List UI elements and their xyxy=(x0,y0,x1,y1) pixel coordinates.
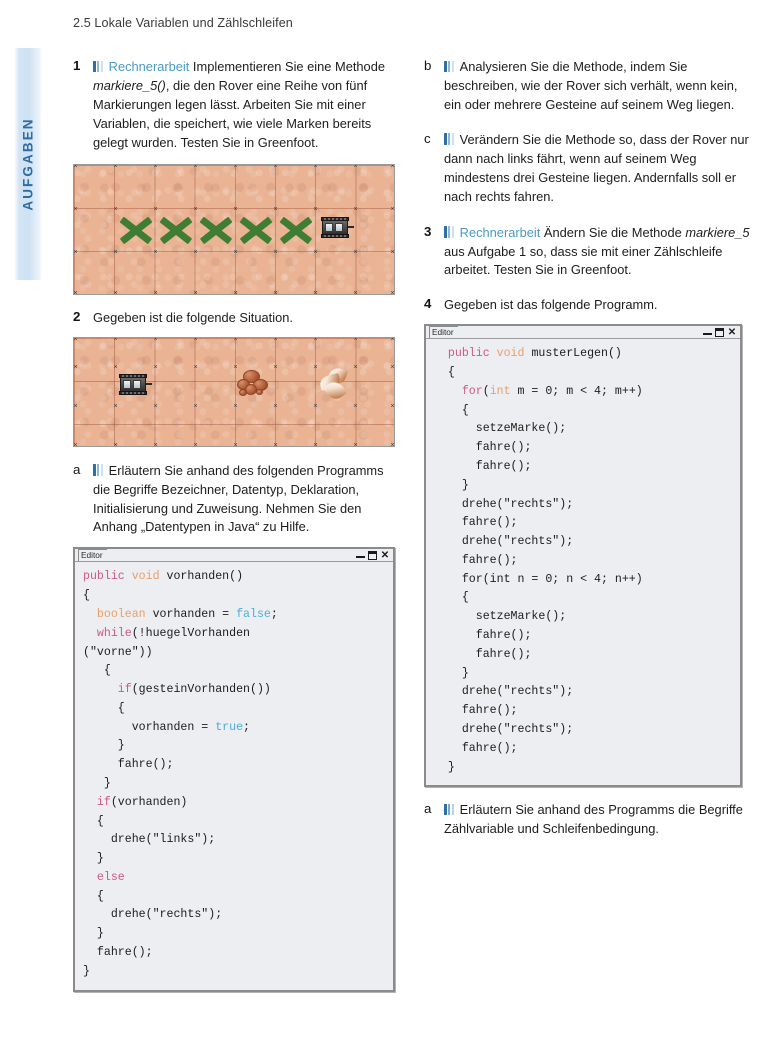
exercise-2a-number: a xyxy=(73,461,81,477)
greenfoot-scene-2 xyxy=(73,336,395,447)
maximize-icon[interactable] xyxy=(368,550,377,560)
close-icon[interactable]: ✕ xyxy=(380,549,390,561)
exercise-2a-body: Erläutern Sie anhand des folgenden Progr… xyxy=(93,462,403,538)
exercise-4-number: 4 xyxy=(424,296,432,312)
difficulty-bars-icon xyxy=(444,60,456,72)
window-buttons: ✕ xyxy=(703,326,737,338)
exercise-3-text-2: aus Aufgabe 1 so, dass sie mit einer Zäh… xyxy=(444,243,723,278)
minimize-icon[interactable] xyxy=(356,551,365,560)
exercise-2-body: Gegeben ist die folgende Situation. xyxy=(93,309,293,325)
exercise-b-text: Analysieren Sie die Methode, indem Sie b… xyxy=(444,59,738,112)
difficulty-bars-icon xyxy=(444,803,456,816)
exercise-2-number: 2 xyxy=(73,308,81,324)
right-column: b Analysieren Sie die Methode, indem Sie… xyxy=(424,58,754,852)
exercise-1-text-2: , die den Rover eine Reihe von fünf Mark… xyxy=(93,77,372,150)
rover-sprite xyxy=(119,373,152,395)
hill-sprite xyxy=(317,365,349,403)
exercise-4a-number: a xyxy=(424,801,432,817)
exercise-1-body: Rechnerarbeit Implementieren Sie eine Me… xyxy=(93,58,403,153)
maximize-icon[interactable] xyxy=(715,327,724,337)
exercise-1-italic: markiere_5() xyxy=(93,77,166,93)
marker-x-3 xyxy=(199,213,233,247)
page-title: 2.5 Lokale Variablen und Zählschleifen xyxy=(73,16,293,30)
editor-code-right[interactable]: public void musterLegen() { for(int m = … xyxy=(434,347,643,774)
exercise-1: 1 Rechnerarbeit Implementieren Sie eine … xyxy=(73,58,403,153)
editor-code-left[interactable]: public void vorhanden() { boolean vorhan… xyxy=(83,570,278,978)
editor-title: Editor xyxy=(78,549,107,562)
greenfoot-scene-1 xyxy=(73,163,395,295)
exercise-3-number: 3 xyxy=(424,223,432,239)
exercise-2a: a Erläutern Sie anhand des folgenden Pro… xyxy=(73,462,403,538)
exercise-2a-text: Erläutern Sie anhand des folgenden Progr… xyxy=(93,462,384,535)
exercise-3-text-1: Ändern Sie die Methode xyxy=(540,224,686,240)
exercise-3-body: Rechnerarbeit Ändern Sie die Methode mar… xyxy=(444,224,754,281)
exercise-c-number: c xyxy=(424,130,431,146)
exercise-2: 2 Gegeben ist die folgende Situation. xyxy=(73,309,403,328)
exercise-3: 3 Rechnerarbeit Ändern Sie die Methode m… xyxy=(424,224,754,281)
marker-x-2 xyxy=(159,213,193,247)
aufgaben-side-tab: AUFGABEN xyxy=(14,48,42,280)
exercise-4: 4 Gegeben ist das folgende Programm. xyxy=(424,296,754,315)
exercise-1-number: 1 xyxy=(73,58,81,73)
marker-x-4 xyxy=(239,213,273,247)
editor-titlebar: Editor ✕ xyxy=(426,326,740,340)
exercise-1-tag: Rechnerarbeit xyxy=(108,59,190,74)
editor-window-left[interactable]: Editor ✕ public void vorhanden() { boole… xyxy=(73,547,395,992)
exercise-4a: a Erläutern Sie anhand des Programms die… xyxy=(424,801,754,839)
exercise-c: c Verändern Sie die Methode so, dass der… xyxy=(424,131,754,207)
editor-titlebar: Editor ✕ xyxy=(75,549,393,563)
exercise-4a-text: Erläutern Sie anhand des Programms die B… xyxy=(444,802,743,837)
exercise-c-text: Verändern Sie die Methode so, dass der R… xyxy=(444,131,749,204)
left-column: 1 Rechnerarbeit Implementieren Sie eine … xyxy=(73,58,403,992)
exercise-3-italic: markiere_5 xyxy=(685,224,750,240)
exercise-3-tag: Rechnerarbeit xyxy=(459,224,541,240)
exercise-c-body: Verändern Sie die Methode so, dass der R… xyxy=(444,131,754,207)
exercise-b: b Analysieren Sie die Methode, indem Sie… xyxy=(424,58,754,115)
difficulty-bars-icon xyxy=(444,133,456,145)
rock-pile-sprite xyxy=(236,369,270,399)
exercise-4-body: Gegeben ist das folgende Programm. xyxy=(444,297,658,313)
exercise-b-body: Analysieren Sie die Methode, indem Sie b… xyxy=(444,58,754,115)
marker-x-1 xyxy=(119,213,153,247)
exercise-4a-body: Erläutern Sie anhand des Programms die B… xyxy=(444,801,754,839)
rover-sprite xyxy=(321,216,354,238)
difficulty-bars-icon xyxy=(93,464,105,476)
editor-title: Editor xyxy=(429,326,458,339)
minimize-icon[interactable] xyxy=(703,328,712,337)
marker-x-5 xyxy=(279,213,313,247)
editor-window-right[interactable]: Editor ✕ public void musterLegen() { for… xyxy=(424,324,742,788)
aufgaben-side-tab-label: AUFGABEN xyxy=(20,117,36,211)
exercise-1-text-1: Implementieren Sie eine Methode xyxy=(189,59,385,74)
window-buttons: ✕ xyxy=(356,549,390,561)
exercise-b-number: b xyxy=(424,58,432,73)
difficulty-bars-icon xyxy=(93,60,105,72)
difficulty-bars-icon xyxy=(444,226,456,238)
close-icon[interactable]: ✕ xyxy=(727,326,737,338)
